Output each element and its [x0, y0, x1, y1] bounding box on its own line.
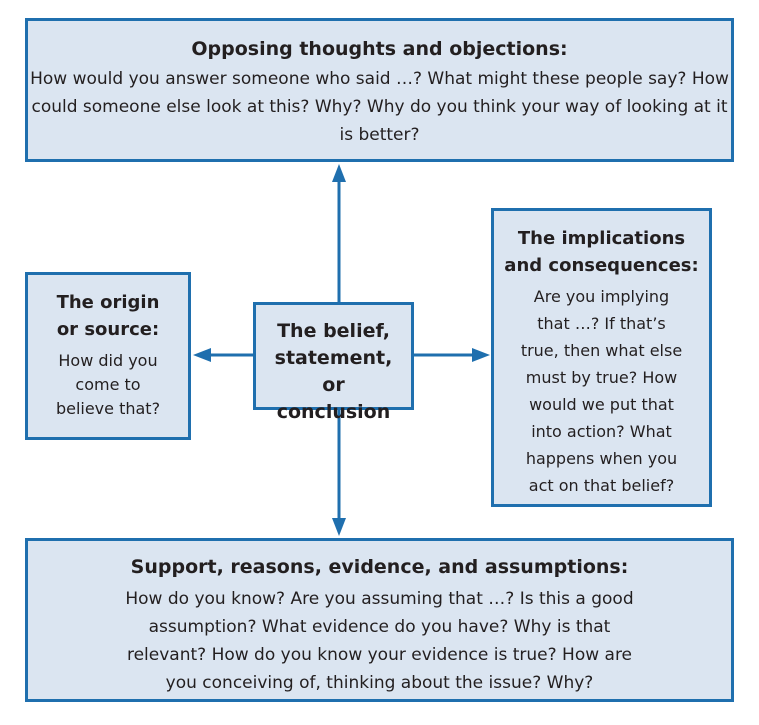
- opposing-thoughts-box: Opposing thoughts and objections: How wo…: [25, 18, 734, 162]
- implications-text: Are you implying that …? If that’s true,…: [520, 287, 683, 495]
- implications-box: The implications and consequences: Are y…: [491, 208, 712, 507]
- arrow-down-head: [332, 518, 346, 536]
- support-reasons-box: Support, reasons, evidence, and assumpti…: [25, 538, 734, 702]
- origin-source-text: How did you come to believe that?: [55, 351, 161, 418]
- origin-source-title: The origin or source:: [56, 292, 160, 340]
- belief-statement-box: The belief, statement, or conclusion: [253, 302, 414, 423]
- origin-source-box: The origin or source: How did you come t…: [25, 272, 191, 440]
- support-reasons-title: Support, reasons, evidence, and assumpti…: [130, 556, 629, 578]
- arrow-left-head: [193, 348, 211, 362]
- support-reasons-text: How do you know? Are you assuming that ……: [125, 589, 634, 693]
- implications-title: The implications and consequences:: [504, 228, 699, 276]
- opposing-thoughts-title: Opposing thoughts and objections:: [191, 38, 568, 60]
- arrow-up-head: [332, 164, 346, 182]
- belief-statement-title: The belief, statement, or conclusion: [274, 320, 393, 423]
- opposing-thoughts-text: How would you answer someone who said …?…: [30, 69, 729, 145]
- arrow-right-head: [472, 348, 490, 362]
